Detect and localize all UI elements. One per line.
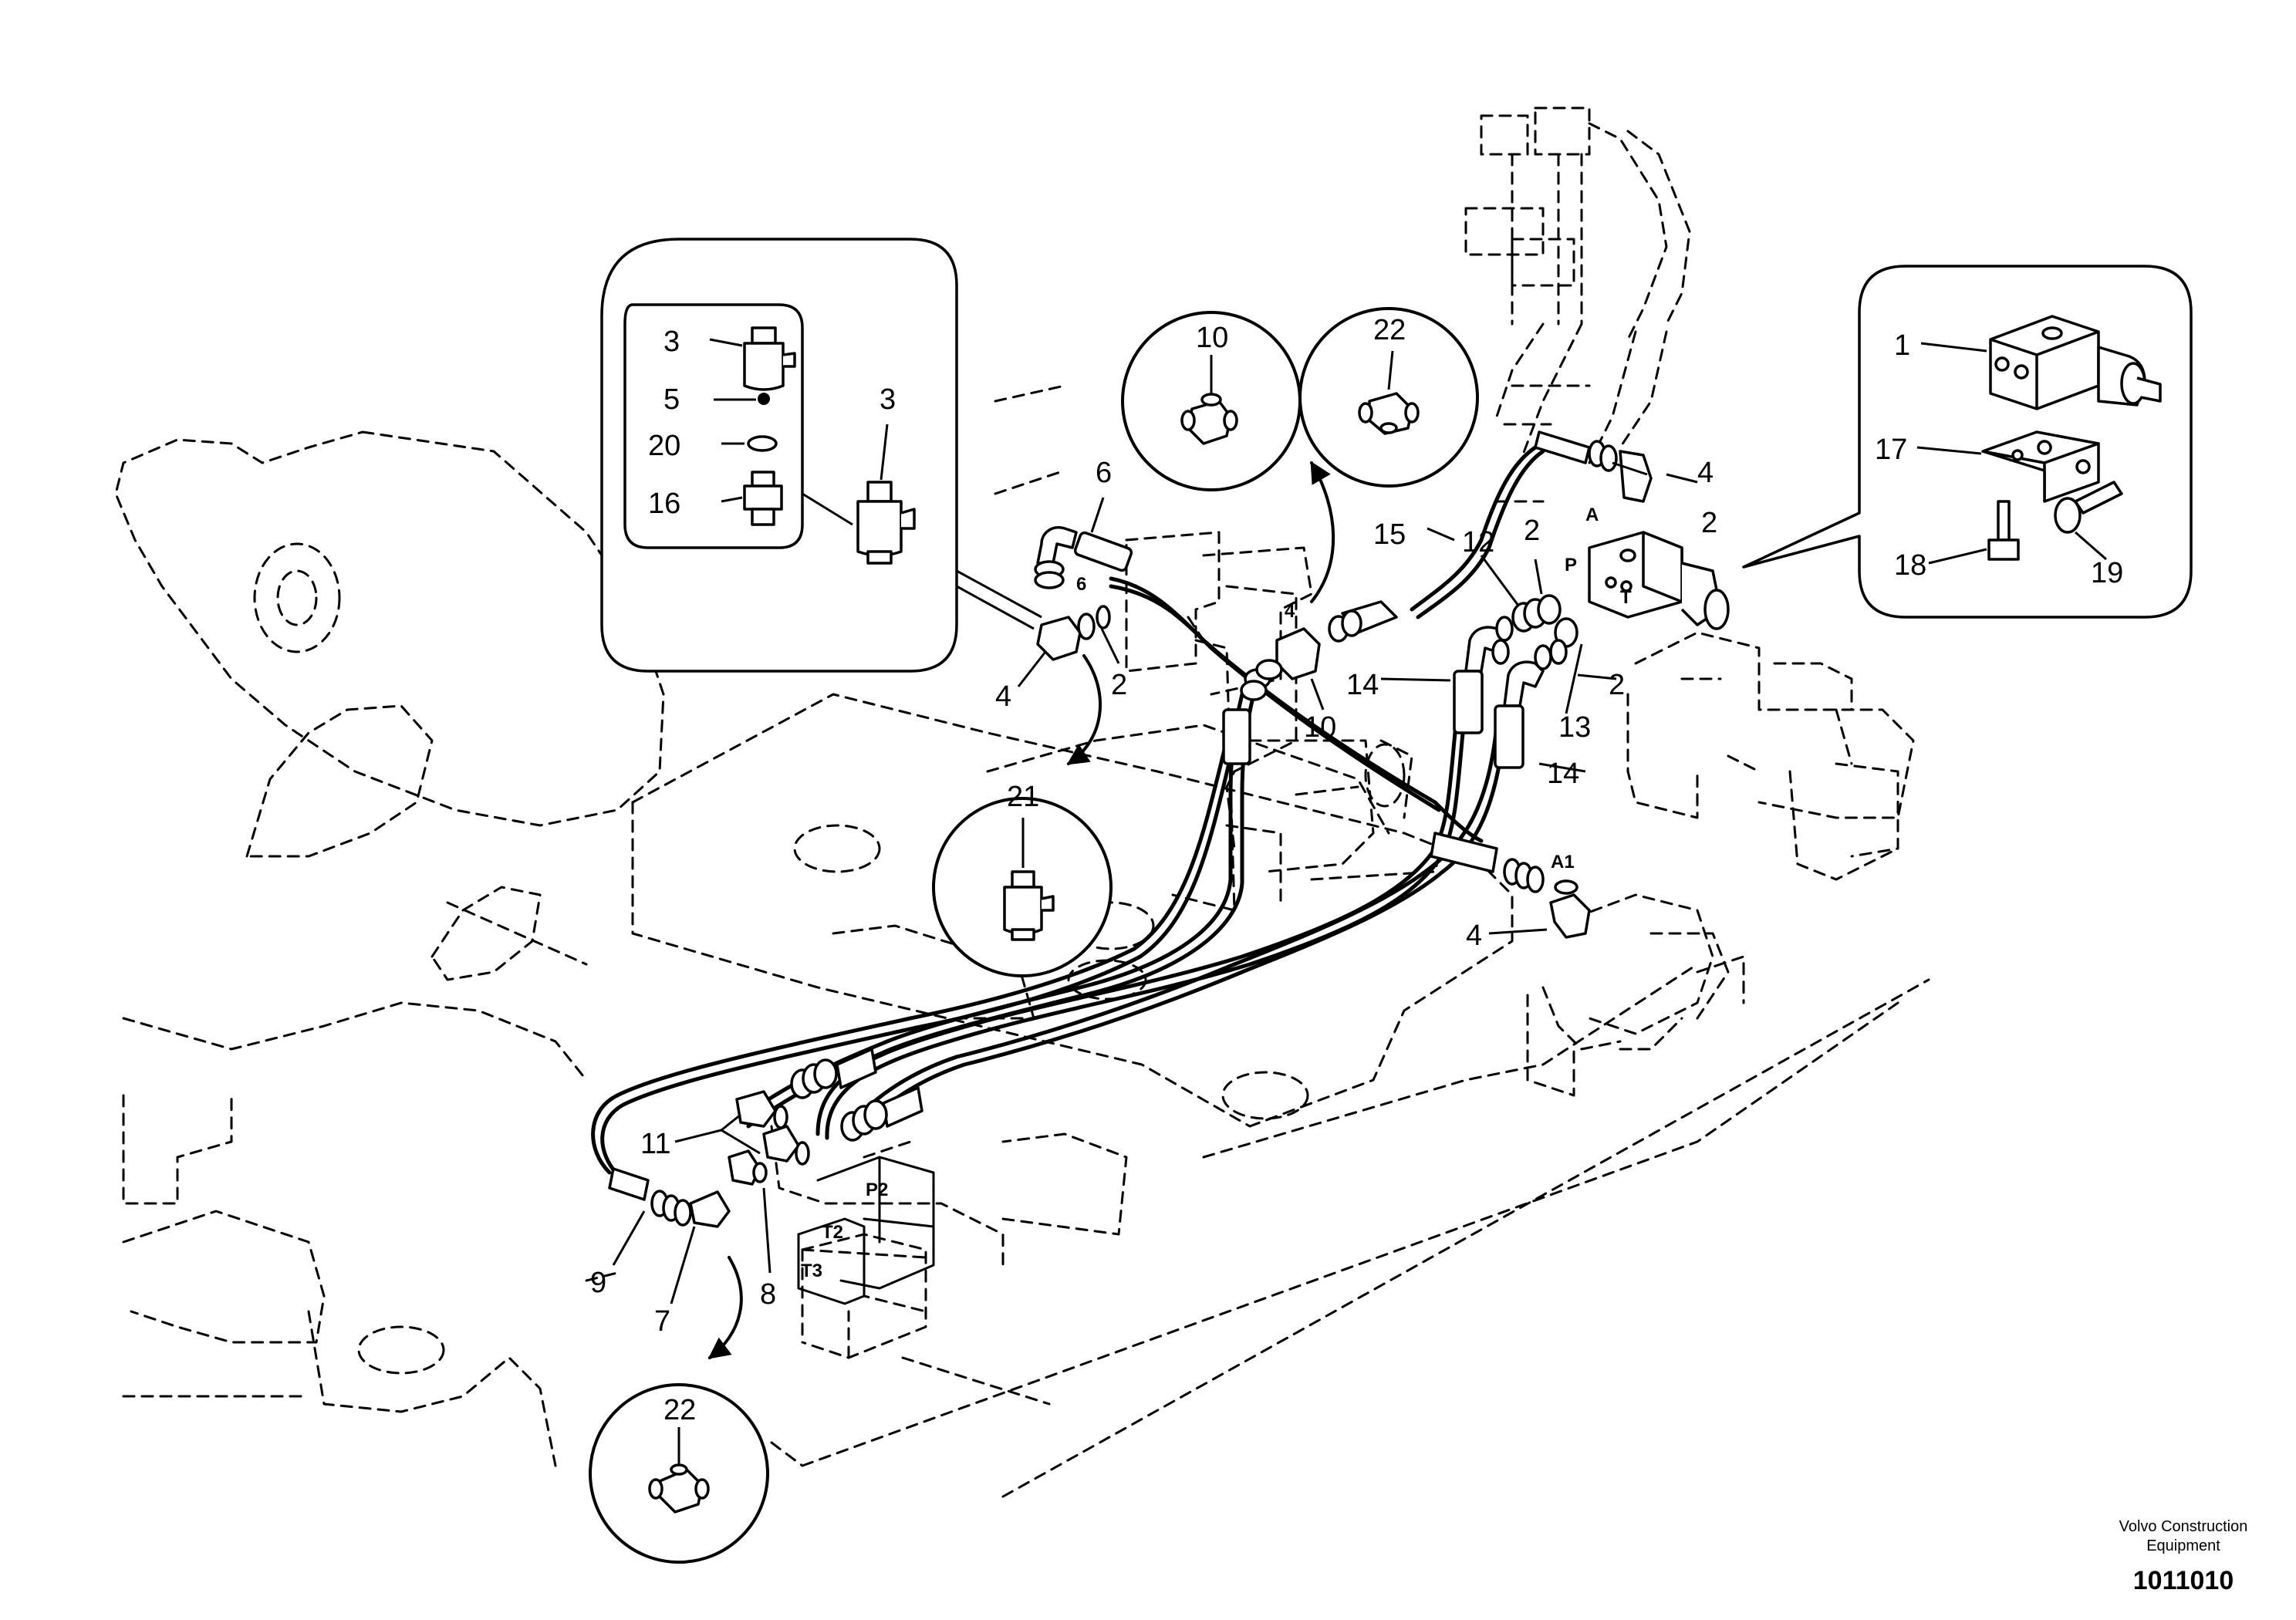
label-4-lower: 4	[1466, 920, 1482, 952]
label-9: 9	[590, 1267, 606, 1299]
port-t2: T2	[822, 1222, 843, 1243]
label-2-lower: 2	[1609, 669, 1625, 701]
callout-20: 20	[648, 430, 680, 462]
footer: Volvo Construction Equipment 1011010	[2119, 1518, 2248, 1595]
label-15: 15	[1373, 518, 1406, 551]
callout-3: 3	[663, 326, 680, 358]
manufacturer-line-1: Volvo Construction	[2119, 1518, 2248, 1535]
callout-1: 1	[1894, 329, 1910, 362]
label-11: 11	[640, 1128, 670, 1160]
port-labels: A P T A1 P2 T2 T3	[801, 505, 1632, 1281]
hose-fittings	[608, 430, 1730, 1305]
port-a: A	[1585, 505, 1599, 525]
label-2-left: 2	[1111, 669, 1127, 701]
port-t: T	[1620, 587, 1632, 608]
label-4-small: 4	[1285, 601, 1295, 622]
label-14-upper: 14	[1346, 669, 1379, 701]
label-4-right: 4	[1697, 457, 1714, 489]
port-t3: T3	[801, 1261, 822, 1281]
leader-lines	[612, 461, 1698, 1304]
detail-bubble-22-top: 22	[1298, 307, 1479, 488]
callout-19: 19	[2091, 557, 2123, 589]
label-13: 13	[1558, 711, 1591, 744]
detail-bubble-21: 21	[932, 781, 1113, 977]
label-8: 8	[760, 1278, 776, 1311]
label-7: 7	[654, 1305, 670, 1338]
port-p: P	[1565, 555, 1577, 575]
manufacturer-line-2: Equipment	[2146, 1537, 2220, 1554]
callout-16: 16	[648, 488, 680, 520]
port-a1: A1	[1551, 852, 1575, 872]
label-6-small: 6	[1076, 574, 1086, 595]
label-12: 12	[1462, 526, 1494, 559]
label-4-left: 4	[995, 680, 1011, 713]
callout-17: 17	[1875, 434, 1907, 466]
label-2-right: 2	[1701, 507, 1717, 539]
callout-5: 5	[663, 383, 680, 416]
bubble-label-10: 10	[1196, 322, 1228, 354]
label-10: 10	[1304, 711, 1336, 744]
detail-callout-left: 3 5 20 16 3	[600, 238, 1042, 673]
bubble-label-21: 21	[1007, 781, 1039, 813]
label-6: 6	[1096, 457, 1112, 489]
dashed-right-manifold	[1526, 631, 1915, 1097]
label-2-upper: 2	[1524, 515, 1540, 547]
detail-callout-right: 1 17 18 19	[1742, 265, 2193, 619]
bubble-label-22-bottom: 22	[663, 1394, 696, 1426]
drawing-number: 1011010	[2133, 1566, 2234, 1595]
detail-bubble-22-bottom: 22	[589, 1383, 769, 1564]
detail-bubble-10: 10	[1121, 311, 1302, 491]
callout-18: 18	[1894, 549, 1926, 582]
callout-3b: 3	[880, 383, 896, 416]
port-p2: P2	[866, 1180, 888, 1200]
part-number-labels: 6 6 4 4 2 10 15 12 2 2 2 4 13 14 14 4 11…	[590, 457, 1717, 1338]
dashed-pipe-bundle	[1464, 106, 1691, 503]
dashed-control-valves	[1125, 531, 1444, 912]
bubble-label-22-top: 22	[1373, 314, 1406, 346]
label-14-lower: 14	[1547, 758, 1579, 790]
detail-arrows	[707, 461, 1335, 1359]
